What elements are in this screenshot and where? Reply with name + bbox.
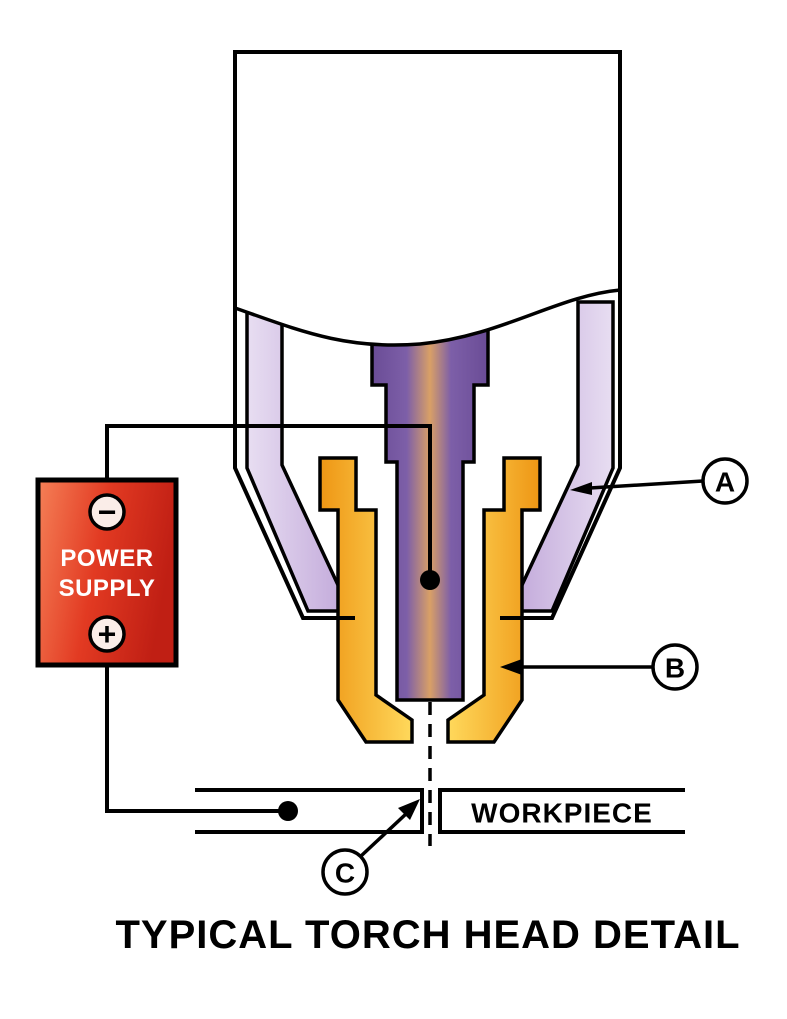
callout-c-circle bbox=[321, 848, 369, 896]
power-supply: − POWER SUPPLY + bbox=[35, 477, 179, 668]
negative-symbol: − bbox=[98, 494, 117, 530]
negative-terminal bbox=[88, 493, 126, 531]
callout-c: C bbox=[321, 799, 420, 896]
callout-c-arrow-icon bbox=[398, 799, 420, 820]
workpiece-left-plate bbox=[195, 788, 424, 834]
workpiece-right-plate bbox=[438, 788, 685, 834]
power-supply-label-line2: SUPPLY bbox=[59, 575, 156, 602]
nozzle-left-section bbox=[318, 456, 414, 744]
callout-a-line bbox=[589, 479, 704, 490]
negative-wire bbox=[105, 424, 432, 574]
body-upper-mask bbox=[238, 55, 617, 346]
callout-c-line bbox=[359, 811, 409, 858]
callout-b-circle bbox=[651, 643, 699, 691]
power-supply-label-line1: POWER bbox=[60, 545, 153, 572]
callout-b-arrow-icon bbox=[500, 659, 522, 675]
callout-a-arrow-icon bbox=[570, 482, 592, 495]
callout-b: B bbox=[500, 643, 699, 691]
torch-body-outline bbox=[233, 50, 622, 620]
callout-a-circle bbox=[701, 457, 749, 505]
positive-symbol: + bbox=[98, 616, 117, 652]
callout-b-label: B bbox=[665, 653, 685, 684]
diagram-title: TYPICAL TORCH HEAD DETAIL bbox=[115, 913, 740, 957]
break-line bbox=[234, 288, 621, 347]
electrode-connection-dot bbox=[420, 570, 440, 590]
workpiece-connection-dot bbox=[278, 801, 298, 821]
callout-a: A bbox=[570, 457, 749, 505]
callout-c-label: C bbox=[335, 858, 355, 889]
workpiece-label: WORKPIECE bbox=[471, 798, 653, 829]
positive-wire bbox=[105, 665, 282, 813]
positive-terminal bbox=[88, 615, 126, 653]
callout-a-label: A bbox=[715, 467, 735, 498]
